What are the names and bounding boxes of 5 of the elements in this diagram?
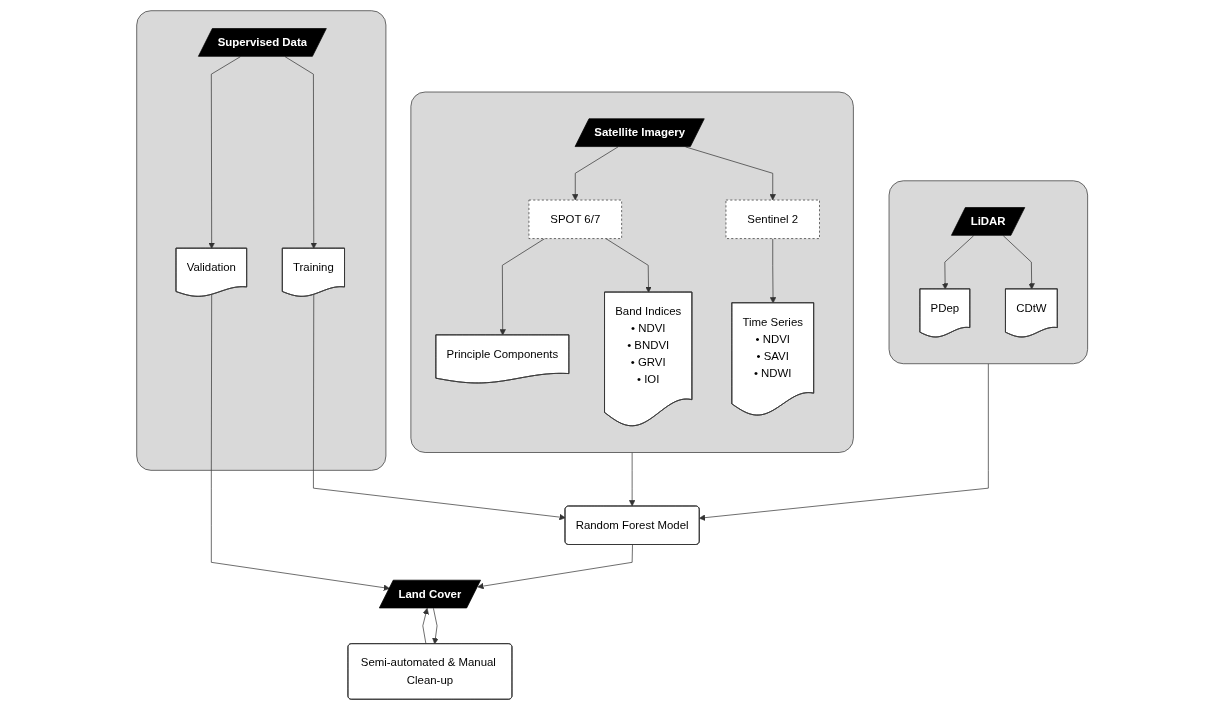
node-box: Sentinel 2 [725,199,821,239]
cluster [136,9,387,471]
cluster [410,91,855,453]
node-box: SPOT 6/7 [528,199,623,239]
cluster [889,179,1089,364]
